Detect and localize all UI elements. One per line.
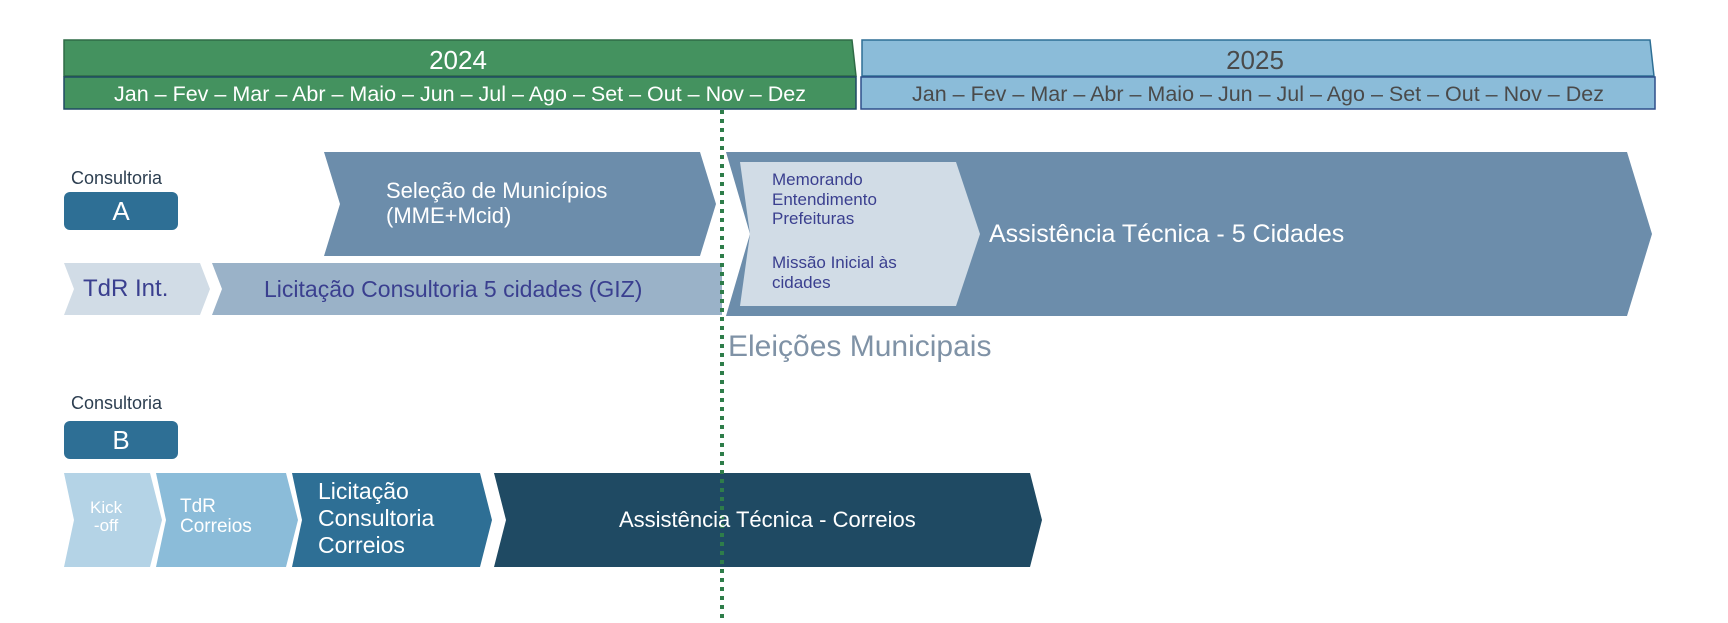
tdr-correios-chevron xyxy=(156,473,298,567)
assistencia-correios-label: Assistência Técnica - Correios xyxy=(619,507,916,532)
missao-text: Missão Inicial às cidades xyxy=(772,253,897,292)
licitacao-correios-line-1: Licitação xyxy=(318,478,409,504)
consultoria-a-caption: Consultoria xyxy=(71,168,163,188)
tdr-correios-line-2: Correios xyxy=(180,515,252,537)
kickoff-line-2: -off xyxy=(93,515,119,535)
licitacao-giz-chevron xyxy=(212,263,722,315)
licitacao-giz-label: Licitação Consultoria 5 cidades (GIZ) xyxy=(264,276,643,302)
months-2025: Jan – Fev – Mar – Abr – Maio – Jun – Jul… xyxy=(912,82,1604,106)
memorando-line-2: Entendimento xyxy=(772,189,877,209)
consultoria-a-badge: A xyxy=(64,192,178,230)
tdr-int-chevron xyxy=(64,263,210,315)
selecao-municipios-text: Seleção de Municípios (MME+Mcid) xyxy=(386,178,607,229)
assistencia-correios-chevron xyxy=(494,473,1042,567)
tdr-correios-line-1: TdR xyxy=(180,496,216,517)
memorando-line-1: Memorando xyxy=(772,170,863,189)
year-2025-label: 2025 xyxy=(1226,45,1284,75)
selecao-line-2: (MME+Mcid) xyxy=(386,203,512,229)
year-2024-header: 2024 Jan – Fev – Mar – Abr – Maio – Jun … xyxy=(63,39,857,110)
tdr-int-label: TdR Int. xyxy=(83,275,169,302)
selecao-line-1: Seleção de Municípios xyxy=(386,178,608,203)
missao-line-2: cidades xyxy=(772,272,831,292)
memorando-line-3: Prefeituras xyxy=(772,209,855,229)
months-2024: Jan – Fev – Mar – Abr – Maio – Jun – Jul… xyxy=(114,82,806,106)
selecao-municipios-chevron xyxy=(324,152,716,256)
memorando-missao-chevron xyxy=(740,162,980,306)
tdr-correios-text: TdR Correios xyxy=(180,497,252,537)
assistencia-5-cidades-label: Assistência Técnica - 5 Cidades xyxy=(989,220,1345,248)
consultoria-b-badge: B xyxy=(64,421,178,459)
kickoff-text: Kick -off xyxy=(90,499,122,535)
year-2025-header: 2025 Jan – Fev – Mar – Abr – Maio – Jun … xyxy=(860,39,1656,110)
memorando-text: Memorando Entendimento Prefeituras xyxy=(772,170,877,229)
missao-line-1: Missão Inicial às xyxy=(772,253,897,272)
kickoff-chevron xyxy=(64,473,162,567)
kickoff-line-1: Kick xyxy=(90,498,123,517)
year-2024-label: 2024 xyxy=(429,45,487,75)
consultoria-b-caption: Consultoria xyxy=(71,393,163,413)
eleicoes-municipais-label: Eleições Municipais xyxy=(728,330,992,363)
licitacao-correios-line-3: Correios xyxy=(318,531,405,558)
licitacao-correios-line-2: Consultoria xyxy=(318,504,435,531)
licitacao-correios-text: Licitação Consultoria Correios xyxy=(318,478,434,559)
licitacao-correios-chevron xyxy=(292,473,492,567)
